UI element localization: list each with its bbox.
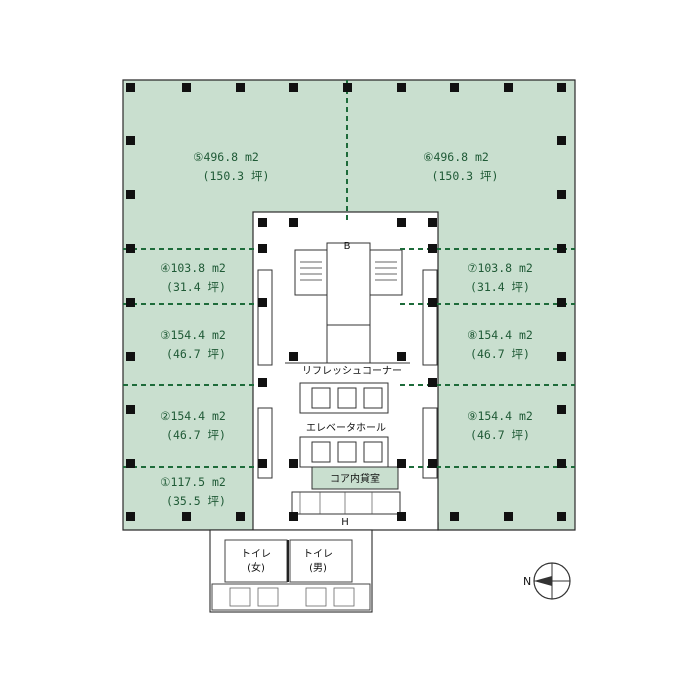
side-shaft-right: [422, 269, 438, 366]
elevator-car[interactable]: [337, 441, 357, 463]
unit-1-area: ①117.5 m2: [160, 475, 226, 489]
unit-9-tsubo: (46.7 坪): [470, 428, 530, 442]
unit-2-area: ②154.4 m2: [160, 409, 226, 423]
toilet-women-sub: (女): [247, 561, 265, 574]
compass-north-label: N: [523, 575, 531, 588]
unit-6-tsubo: (150.3 坪): [432, 169, 499, 183]
compass-icon: N: [523, 562, 571, 600]
central-shaft: [326, 242, 371, 326]
columns: [126, 83, 566, 521]
refresh-corner-label: リフレッシュコーナー: [302, 365, 402, 377]
elevator-car[interactable]: [311, 387, 331, 409]
lower-stair[interactable]: [291, 491, 401, 515]
unit-6-area: ⑥496.8 m2: [423, 150, 489, 164]
unit-7-tsubo: (31.4 坪): [470, 280, 530, 294]
toilet-women-label: トイレ: [241, 549, 271, 560]
stair-right[interactable]: [369, 249, 403, 296]
unit-7-area: ⑦103.8 m2: [467, 261, 533, 275]
unit-4-tsubo: (31.4 坪): [166, 280, 226, 294]
elevator-car[interactable]: [337, 387, 357, 409]
unit-5-tsubo: (150.3 坪): [203, 169, 270, 183]
core-area: [252, 211, 439, 531]
toilet-men-sub: (男): [309, 562, 327, 574]
elevator-hall-label: エレベータホール: [306, 422, 386, 434]
unit-3-area: ③154.4 m2: [160, 328, 226, 342]
stair-left[interactable]: [294, 249, 328, 296]
unit-8-tsubo: (46.7 坪): [470, 347, 530, 361]
elevator-car[interactable]: [363, 441, 383, 463]
unit-labels: ⑤496.8 m2 (150.3 坪) ⑥496.8 m2 (150.3 坪) …: [160, 150, 533, 508]
unit-5-area: ⑤496.8 m2: [193, 150, 259, 164]
toilet-men[interactable]: [289, 539, 353, 583]
mark-b: B: [344, 241, 351, 252]
mark-h: H: [341, 517, 349, 528]
elevator-car[interactable]: [311, 441, 331, 463]
toilet-annex: [209, 529, 373, 613]
toilet-women[interactable]: [224, 539, 288, 583]
elevator-car[interactable]: [363, 387, 383, 409]
shaft-room: [326, 324, 371, 364]
unit-3-tsubo: (46.7 坪): [166, 347, 226, 361]
unit-4-area: ④103.8 m2: [160, 261, 226, 275]
toilet-men-label: トイレ: [303, 549, 333, 560]
unit-9-area: ⑨154.4 m2: [467, 409, 533, 423]
side-shaft-left: [257, 269, 273, 366]
core-labels: B リフレッシュコーナー エレベータホール コア内貸室 H トイレ (女) トイ…: [241, 241, 402, 574]
unit-2-tsubo: (46.7 坪): [166, 428, 226, 442]
core-storage-room[interactable]: [311, 466, 399, 490]
core-storage-label: コア内貸室: [330, 472, 380, 485]
unit-1-tsubo: (35.5 坪): [166, 494, 226, 508]
unit-8-area: ⑧154.4 m2: [467, 328, 533, 342]
